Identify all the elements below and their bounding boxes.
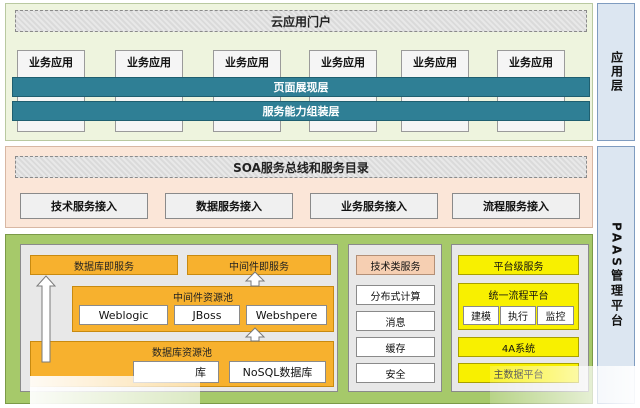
tech-service-access: 技术服务接入	[20, 193, 148, 219]
side-label-paas: PAAS管理平台	[597, 146, 635, 404]
watermark-fade-left	[30, 376, 200, 408]
cache-box: 缓存	[356, 337, 435, 357]
nosql-db-box: NoSQL数据库	[229, 361, 326, 383]
workflow-platform-title: 统一流程平台	[488, 291, 549, 302]
system-4a: 4A系统	[458, 337, 579, 357]
websphere-box: Webshpere	[246, 305, 327, 325]
platform-services-title: 平台级服务	[458, 255, 579, 275]
db-as-service: 数据库即服务	[30, 255, 178, 275]
messaging-box: 消息	[356, 311, 435, 331]
data-service-access: 数据服务接入	[165, 193, 293, 219]
watermark-fade-right	[490, 366, 640, 408]
side-label-paas-text: PAAS管理平台	[609, 221, 624, 329]
side-label-app-text: 应用层	[609, 51, 624, 93]
side-label-app-layer: 应用层	[597, 3, 635, 141]
tech-services-title: 技术类服务	[356, 255, 435, 275]
execution-box: 执行	[500, 306, 536, 325]
middleware-as-service: 中间件即服务	[187, 255, 331, 275]
distributed-computing-box: 分布式计算	[356, 285, 435, 305]
cloud-portal: 云应用门户	[15, 10, 587, 32]
modeling-box: 建模	[463, 306, 499, 325]
business-service-access: 业务服务接入	[310, 193, 438, 219]
jboss-box: JBoss	[174, 305, 240, 325]
soa-bus: SOA服务总线和服务目录	[15, 156, 587, 178]
service-assembly-band: 服务能力组装层	[12, 101, 590, 121]
arrow-up-db-service	[35, 275, 57, 363]
security-box: 安全	[356, 363, 435, 383]
process-service-access: 流程服务接入	[452, 193, 580, 219]
arrow-up-middleware-pool	[244, 327, 266, 342]
monitoring-box: 监控	[537, 306, 574, 325]
presentation-layer-band: 页面展现层	[12, 77, 590, 97]
weblogic-box: Weblogic	[79, 305, 168, 325]
arrow-up-middleware-service	[244, 271, 266, 287]
middleware-pool-title: 中间件资源池	[173, 293, 233, 304]
database-pool-title: 数据库资源池	[152, 348, 212, 359]
